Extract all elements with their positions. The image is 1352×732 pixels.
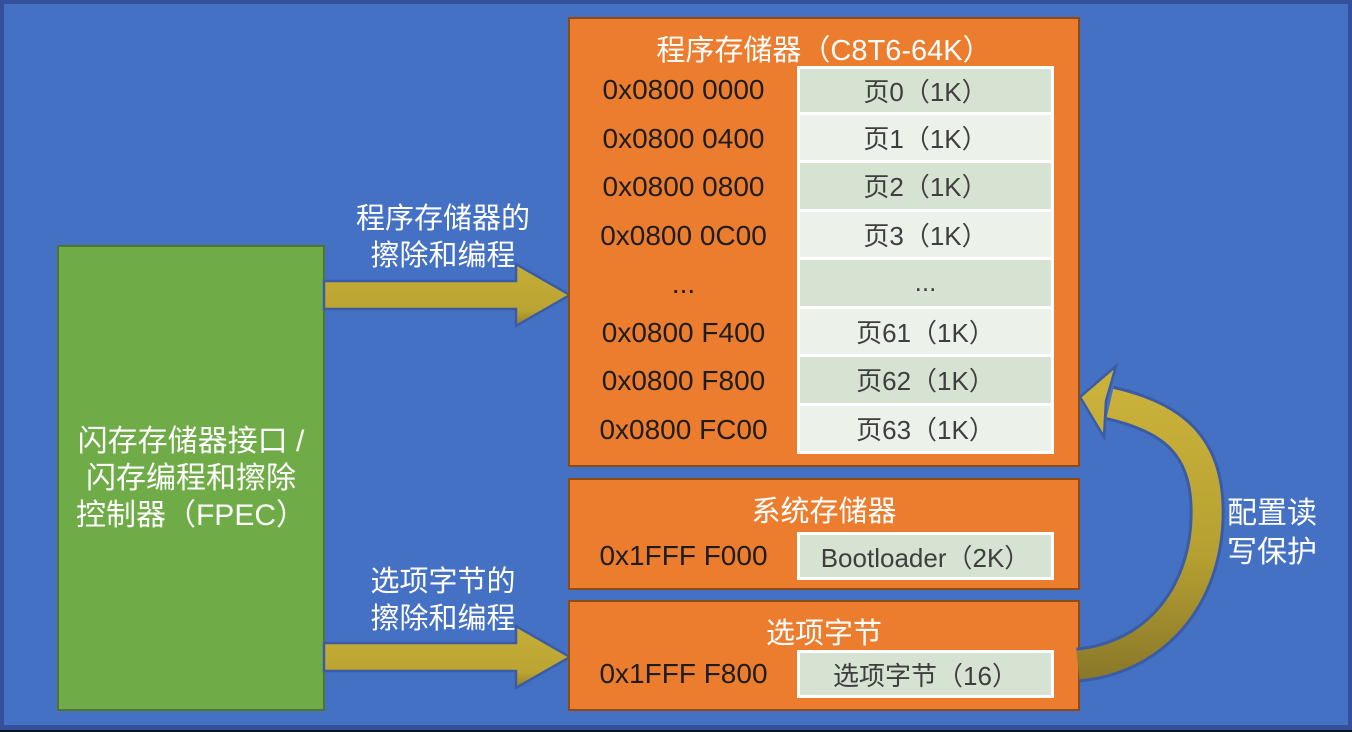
row-page-cell: 页63（1K）	[797, 405, 1054, 454]
row-page-cell: 页62（1K）	[797, 357, 1054, 406]
option-erase-label-line1: 选项字节的	[370, 566, 516, 598]
row-page-cell: 选项字节（16）	[797, 650, 1054, 698]
program-memory-box: 程序存储器（C8T6-64K） 0x0800 0000 页0（1K） 0x080…	[568, 17, 1080, 467]
table-row: 0x0800 0C00 页3（1K）	[570, 211, 1078, 260]
table-row: 0x0800 0400 页1（1K）	[570, 114, 1078, 163]
table-row: 0x1FFF F000 Bootloader（2K）	[570, 532, 1078, 580]
row-page-cell: 页61（1K）	[797, 308, 1054, 357]
program-erase-label-line1: 程序存储器的	[355, 203, 530, 235]
row-address: 0x0800 0000	[602, 74, 765, 106]
table-row: 0x0800 0800 页2（1K）	[570, 163, 1078, 212]
option-erase-label-line2: 擦除和编程	[370, 603, 516, 635]
protect-arrow-label: 配置读 写保护	[1212, 494, 1332, 572]
row-address: 0x1FFF F800	[599, 658, 768, 689]
table-row: 0x0800 0000 页0（1K）	[570, 66, 1078, 115]
fpec-label-line3: 控制器（FPEC）	[75, 498, 306, 532]
option-erase-arrow-icon	[322, 623, 572, 691]
option-bytes-box: 选项字节 0x1FFF F800 选项字节（16）	[568, 600, 1080, 711]
fpec-label-line2: 闪存编程和擦除	[86, 461, 296, 495]
table-row: 0x0800 F400 页61（1K）	[570, 308, 1078, 357]
row-page-cell: 页1（1K）	[797, 114, 1054, 163]
row-address: 0x0800 F800	[601, 365, 766, 397]
row-page-cell: 页2（1K）	[797, 163, 1054, 212]
fpec-label-line1: 闪存存储器接口 /	[77, 424, 305, 458]
table-row-ellipsis: ... ...	[570, 260, 1078, 309]
row-address: 0x1FFF F000	[599, 540, 768, 571]
system-memory-title: 系统存储器	[751, 496, 897, 528]
system-memory-box: 系统存储器 0x1FFF F000 Bootloader（2K）	[568, 478, 1080, 590]
option-erase-arrow-label: 选项字节的 擦除和编程	[328, 564, 558, 638]
table-row: 0x1FFF F800 选项字节（16）	[570, 650, 1078, 698]
row-address: 0x0800 F400	[601, 316, 766, 348]
row-page-cell: 页3（1K）	[797, 211, 1054, 260]
protect-label-line1: 配置读	[1227, 497, 1317, 530]
row-address: 0x0800 0C00	[600, 219, 767, 251]
row-address: 0x0800 FC00	[599, 413, 768, 445]
row-page-cell: Bootloader（2K）	[797, 532, 1054, 580]
program-erase-arrow-icon	[322, 261, 572, 329]
row-address: ...	[671, 268, 696, 300]
row-address: 0x0800 0800	[602, 171, 765, 203]
fpec-box: 闪存存储器接口 / 闪存编程和擦除 控制器（FPEC）	[57, 245, 325, 711]
bottom-border-line	[0, 730, 1352, 732]
protect-curved-arrow-icon	[1075, 362, 1225, 683]
option-bytes-rows: 0x1FFF F800 选项字节（16）	[570, 650, 1078, 698]
system-memory-rows: 0x1FFF F000 Bootloader（2K）	[570, 532, 1078, 580]
table-row: 0x0800 F800 页62（1K）	[570, 357, 1078, 406]
row-address: 0x0800 0400	[602, 122, 765, 154]
program-erase-arrow-label: 程序存储器的 擦除和编程	[328, 201, 558, 275]
row-page-cell: 页0（1K）	[797, 66, 1054, 115]
program-memory-rows: 0x0800 0000 页0（1K） 0x0800 0400 页1（1K） 0x…	[570, 66, 1078, 454]
program-memory-title: 程序存储器（C8T6-64K）	[656, 35, 992, 67]
option-bytes-title: 选项字节	[765, 618, 882, 650]
program-erase-label-line2: 擦除和编程	[370, 240, 516, 272]
row-page-cell: ...	[797, 260, 1054, 309]
protect-label-line2: 写保护	[1227, 536, 1317, 569]
table-row: 0x0800 FC00 页63（1K）	[570, 405, 1078, 454]
